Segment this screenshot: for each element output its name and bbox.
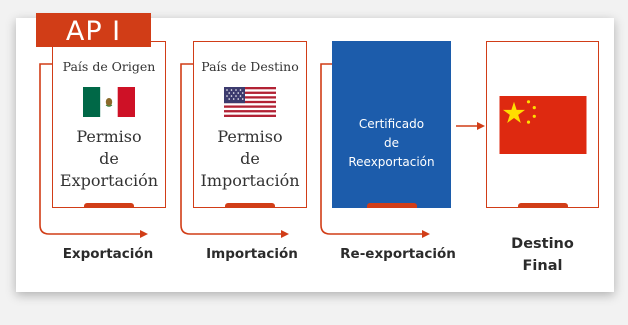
origin-card: País de Origen Permiso de Exportación: [52, 41, 166, 208]
ap-label: AP I: [36, 13, 151, 47]
step-reexport-label: Re-exportación: [340, 246, 456, 262]
destination-card: País de Destino Permiso de Importación: [193, 41, 307, 208]
origin-country-label: País de Origen: [62, 59, 156, 74]
reexport-certificate-text: Certificado de Reexportación: [348, 117, 435, 169]
mexico-flag-icon: [83, 87, 135, 117]
card-tab: [225, 203, 275, 208]
step-export-label: Exportación: [62, 246, 154, 262]
final-destination-card: [486, 41, 599, 208]
origin-permit-text: Permiso de Exportación: [59, 127, 159, 190]
reexport-certificate-card: Certificado de Reexportación: [332, 41, 451, 208]
card-tab: [366, 203, 417, 208]
destination-country-label: País de Destino: [201, 59, 299, 74]
china-flag-icon: [499, 96, 586, 154]
step-import-label: Importación: [206, 246, 298, 262]
card-tab: [517, 203, 568, 208]
step-final-destination-label: Destino Final: [511, 236, 574, 274]
card-tab: [84, 203, 134, 208]
destination-permit-text: Permiso de Importación: [200, 127, 300, 190]
usa-flag-icon: [224, 87, 276, 117]
